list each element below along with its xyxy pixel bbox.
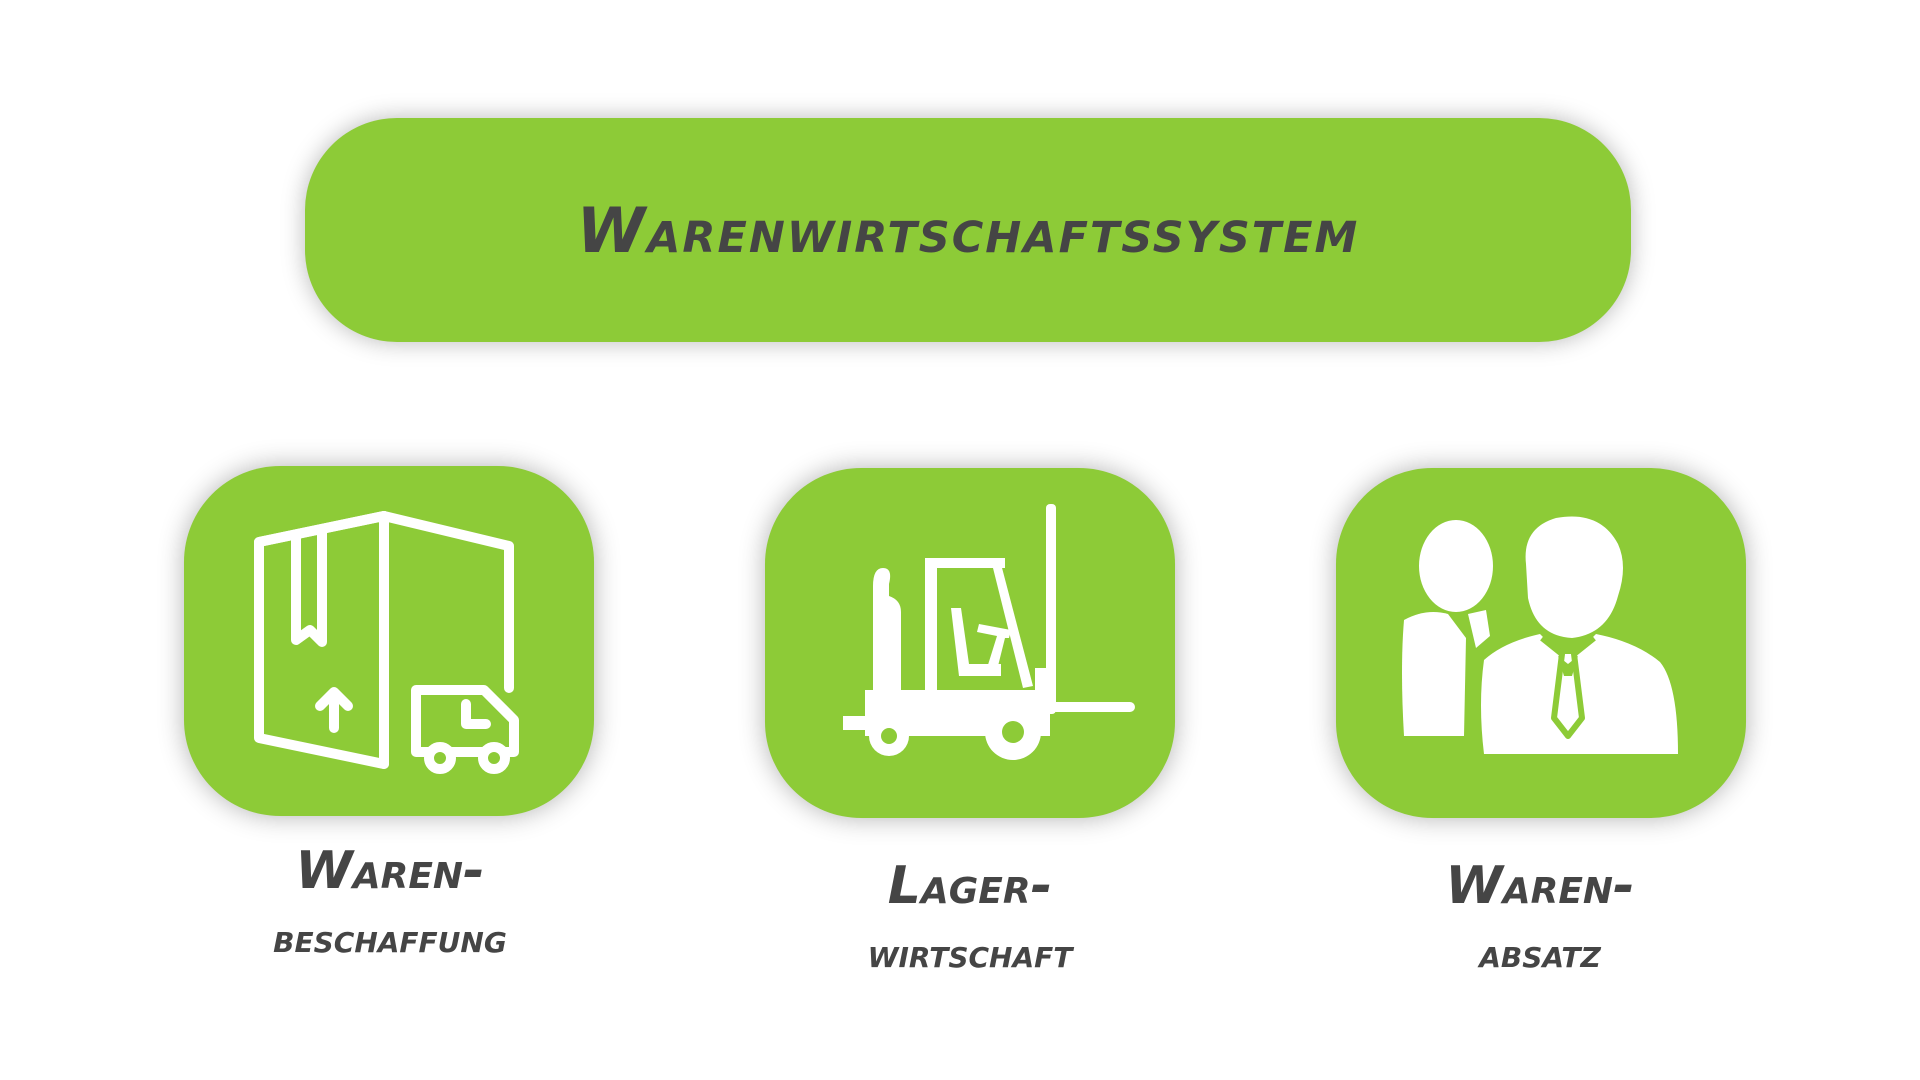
forklift-icon [843,504,1135,760]
label-line1: Lager- [887,856,1053,916]
label-warenbeschaffung: Waren- beschaffung [160,841,620,962]
label-line2: beschaffung [273,915,507,962]
label-line1: Waren- [295,841,485,901]
label-line1: Waren- [1445,856,1635,916]
business-people-icon [1402,516,1678,754]
label-line2: absatz [1479,930,1601,977]
label-line2: wirtschaft [867,930,1073,977]
label-warenabsatz: Waren- absatz [1310,856,1770,977]
tile-lagerwirtschaft [765,468,1175,818]
title-box: Warenwirtschaftssystem [305,118,1631,342]
package-delivery-truck-icon [254,511,519,774]
diagram-title: Warenwirtschaftssystem [576,193,1360,267]
tile-warenabsatz [1336,468,1746,818]
tile-warenbeschaffung [184,466,594,816]
label-lagerwirtschaft: Lager- wirtschaft [740,856,1200,977]
